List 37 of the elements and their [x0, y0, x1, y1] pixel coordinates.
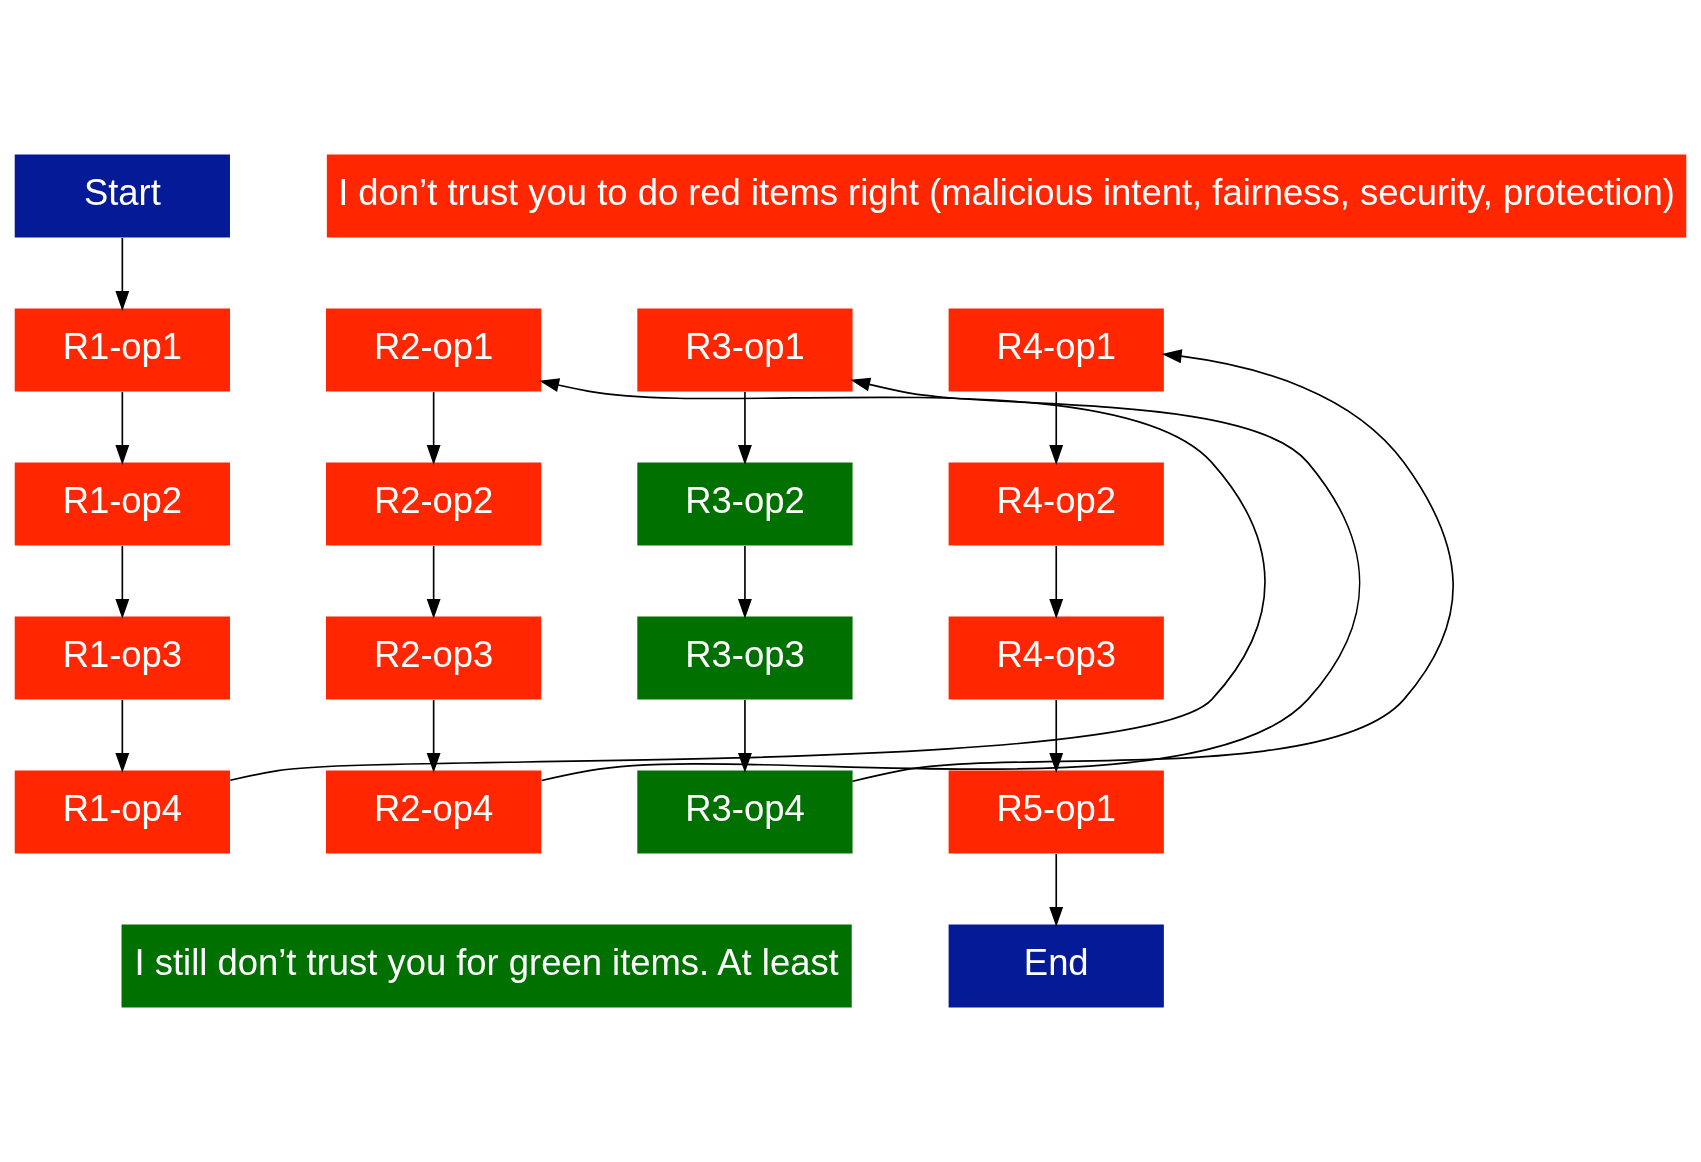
- node-box: I don’t trust you to do red items right (malicious intent, fairness, security, protection): [326, 154, 1687, 238]
- node-box: R1-op1: [14, 308, 230, 392]
- node-box: R5-op1: [948, 770, 1164, 854]
- node-box: R2-op1: [326, 308, 542, 392]
- arrow: [738, 699, 752, 773]
- arrow: [115, 237, 130, 311]
- node-box: I still don’t trust you for green items. At least: [121, 924, 852, 1008]
- node-box: R1-op4: [14, 770, 230, 854]
- arrow: [738, 391, 752, 465]
- node-box: R2-op2: [326, 462, 542, 546]
- arrow: [851, 349, 1454, 783]
- arrow: [738, 545, 752, 619]
- arrow: [540, 377, 1361, 782]
- node-box: R3-op3: [637, 616, 853, 700]
- arrow: [1049, 391, 1064, 465]
- arrow: [115, 545, 130, 619]
- node-box: R4-op2: [948, 462, 1164, 546]
- arrow: [426, 545, 441, 619]
- node-box: R3-op1: [637, 308, 853, 392]
- arrow: [115, 699, 130, 773]
- node-box: R2-op3: [326, 616, 542, 700]
- arrow: [426, 699, 441, 773]
- node-box: End: [948, 924, 1164, 1008]
- arrow: [115, 391, 130, 465]
- node-box: R3-op2: [637, 462, 853, 546]
- arrow: [426, 391, 441, 465]
- node-box: R4-op3: [948, 616, 1164, 700]
- node-box: Start: [14, 154, 230, 238]
- node-box: R3-op4: [637, 770, 853, 854]
- node-box: R1-op3: [14, 616, 230, 700]
- arrow: [1049, 699, 1064, 773]
- node-box: R4-op1: [948, 308, 1164, 392]
- arrow: [229, 378, 1266, 782]
- arrow: [1049, 545, 1064, 619]
- node-box: R1-op2: [14, 462, 230, 546]
- arrow: [1049, 853, 1064, 927]
- node-box: R2-op4: [326, 770, 542, 854]
